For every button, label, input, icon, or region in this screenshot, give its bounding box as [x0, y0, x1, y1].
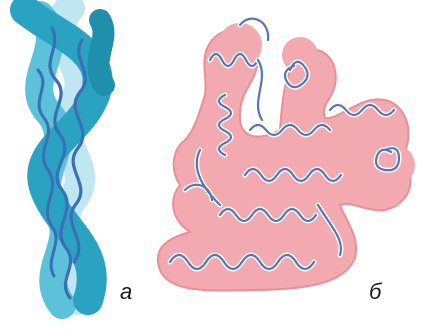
- fibrillar-protein: [25, 8, 104, 305]
- globular-protein: [158, 19, 415, 291]
- strand-dark-highlight: [98, 20, 104, 85]
- panel-label-b: б: [369, 281, 381, 303]
- panel-label-a: а: [120, 281, 132, 303]
